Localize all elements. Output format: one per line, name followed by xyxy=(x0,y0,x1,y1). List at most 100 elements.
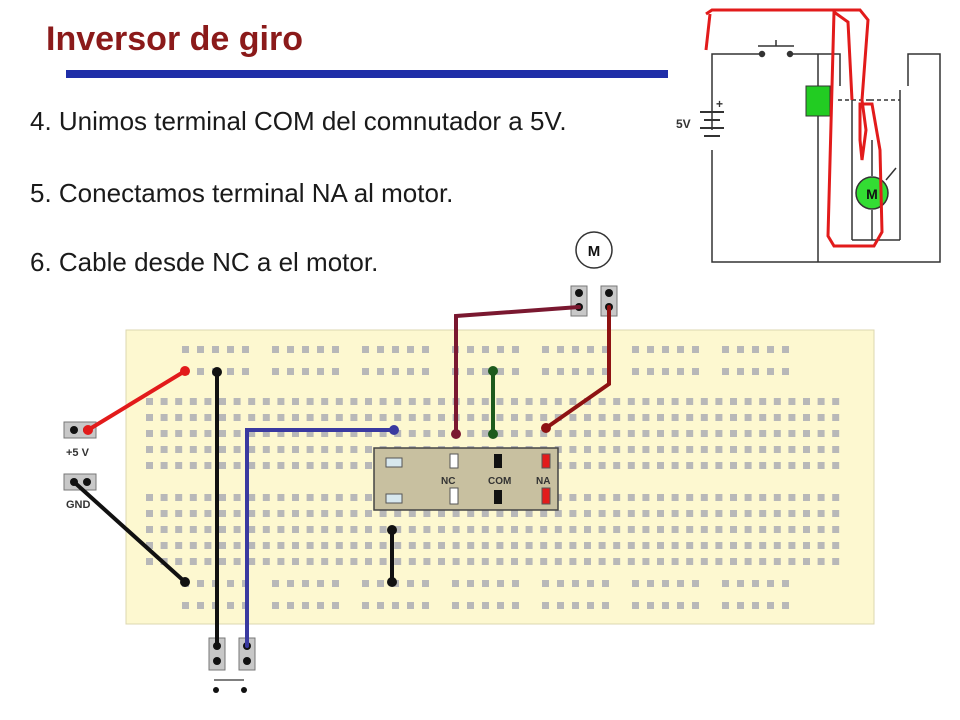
breadboard-hole xyxy=(233,446,241,453)
breadboard-hole xyxy=(219,446,226,453)
breadboard-hole xyxy=(832,526,840,533)
breadboard-hole xyxy=(204,494,212,501)
breadboard-hole xyxy=(335,462,343,469)
breadboard-hole xyxy=(496,542,504,549)
breadboard-hole xyxy=(647,580,654,587)
breadboard-hole xyxy=(306,494,314,501)
breadboard-hole xyxy=(302,368,309,375)
breadboard-hole xyxy=(306,542,314,549)
breadboard-hole xyxy=(287,602,294,609)
breadboard-hole xyxy=(525,398,533,405)
breadboard-hole xyxy=(467,580,474,587)
breadboard-hole xyxy=(677,580,684,587)
breadboard-hole xyxy=(204,414,212,421)
breadboard-hole xyxy=(817,446,825,453)
breadboard-hole xyxy=(212,346,219,353)
breadboard-hole xyxy=(482,602,489,609)
breadboard-hole xyxy=(302,346,309,353)
breadboard-hole xyxy=(365,494,372,501)
relay-com-pin-top xyxy=(494,454,502,468)
breadboard-hole xyxy=(584,398,591,405)
breadboard-hole xyxy=(715,510,723,517)
breadboard-hole xyxy=(146,542,153,549)
relay-nc-pin-bottom xyxy=(449,487,459,505)
breadboard-hole xyxy=(744,462,752,469)
breadboard-hole xyxy=(817,526,825,533)
breadboard-hole xyxy=(335,510,343,517)
relay-module: NC COM NA xyxy=(373,447,559,511)
schematic-highlight-path xyxy=(705,8,884,248)
breadboard-hole xyxy=(452,526,460,533)
breadboard-hole xyxy=(496,430,504,437)
breadboard-hole xyxy=(394,510,402,517)
breadboard-hole xyxy=(730,398,737,405)
breadboard-hole xyxy=(160,414,168,421)
breadboard-hole xyxy=(642,430,650,437)
breadboard-hole xyxy=(365,558,372,565)
breadboard-hole xyxy=(572,368,579,375)
breadboard-hole xyxy=(408,414,416,421)
breadboard-hole xyxy=(540,558,548,565)
breadboard-hole xyxy=(722,602,729,609)
step-5-text: 5. Conectamos terminal NA al motor. xyxy=(30,178,454,208)
breadboard-hole xyxy=(569,430,577,437)
breadboard-hole xyxy=(497,602,504,609)
breadboard-hole xyxy=(423,398,431,405)
breadboard-hole xyxy=(511,542,518,549)
breadboard-hole xyxy=(803,510,810,517)
breadboard-hole xyxy=(737,346,744,353)
breadboard-hole xyxy=(248,430,256,437)
breadboard-hole xyxy=(803,462,810,469)
breadboard-hole xyxy=(613,446,621,453)
breadboard-hole xyxy=(317,602,324,609)
breadboard-hole xyxy=(773,526,781,533)
breadboard-hole xyxy=(525,558,533,565)
breadboard-hole xyxy=(189,526,197,533)
breadboard-hole xyxy=(321,510,329,517)
breadboard-hole xyxy=(632,602,639,609)
breadboard-hole xyxy=(598,462,606,469)
breadboard-hole xyxy=(715,462,723,469)
breadboard-hole xyxy=(730,462,737,469)
breadboard-hole xyxy=(219,510,226,517)
breadboard-hole xyxy=(554,398,562,405)
breadboard-hole xyxy=(737,368,744,375)
breadboard-hole xyxy=(613,558,621,565)
breadboard-hole xyxy=(730,542,737,549)
breadboard-hole xyxy=(767,368,774,375)
breadboard-hole xyxy=(788,430,796,437)
breadboard-hole xyxy=(737,580,744,587)
breadboard-hole xyxy=(292,494,299,501)
breadboard-hole xyxy=(227,346,234,353)
breadboard-hole xyxy=(782,580,789,587)
breadboard-hole xyxy=(197,346,204,353)
breadboard-hole xyxy=(248,494,256,501)
breadboard-hole xyxy=(817,414,825,421)
breadboard-hole xyxy=(525,542,533,549)
breadboard-hole xyxy=(408,542,416,549)
breadboard-hole xyxy=(175,414,183,421)
breadboard-hole xyxy=(407,580,414,587)
breadboard-hole xyxy=(204,430,212,437)
breadboard-hole xyxy=(511,526,518,533)
motor-connector: M xyxy=(570,231,618,317)
relay-com-pin-bottom xyxy=(494,490,502,504)
breadboard-hole xyxy=(512,602,519,609)
breadboard-hole xyxy=(233,430,241,437)
breadboard-hole xyxy=(686,510,694,517)
breadboard-hole xyxy=(788,446,796,453)
breadboard-hole xyxy=(744,510,752,517)
breadboard-hole xyxy=(160,430,168,437)
breadboard-hole xyxy=(554,526,562,533)
motor-label: M xyxy=(588,243,601,260)
breadboard-hole xyxy=(362,580,369,587)
breadboard-hole xyxy=(671,462,679,469)
breadboard-hole xyxy=(817,494,825,501)
breadboard-hole xyxy=(627,446,635,453)
breadboard-hole xyxy=(587,602,594,609)
breadboard-hole xyxy=(642,510,650,517)
breadboard-hole xyxy=(730,526,737,533)
breadboard-hole xyxy=(379,542,387,549)
breadboard-hole xyxy=(511,558,518,565)
breadboard-hole xyxy=(554,510,562,517)
